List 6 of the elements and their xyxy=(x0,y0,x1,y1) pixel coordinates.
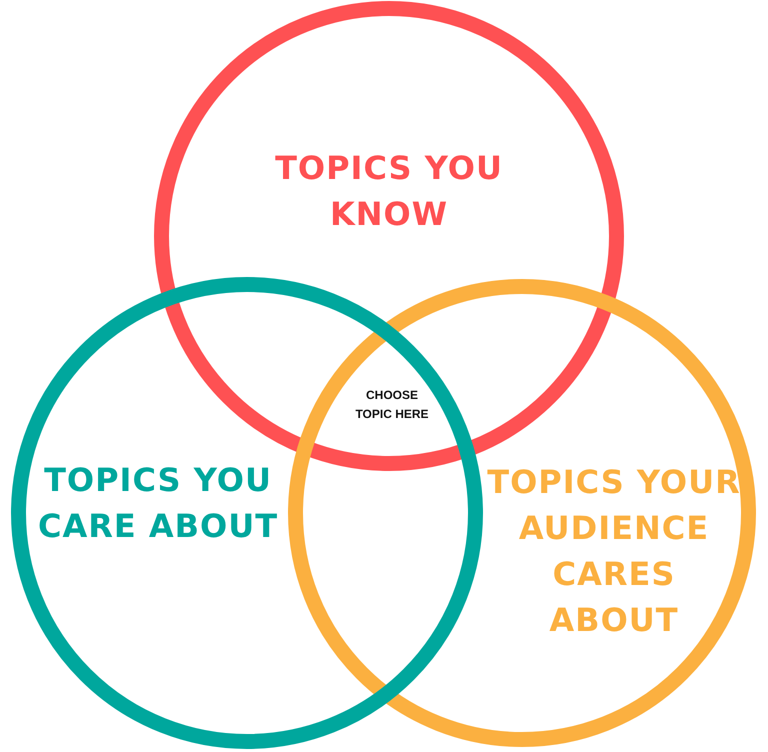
circle-label: TOPICS YOU CARE ABOUT xyxy=(36,460,280,547)
circle-label: TOPICS YOU KNOW xyxy=(274,148,504,235)
venn-circle xyxy=(11,277,483,749)
circle-label: TOPICS YOUR AUDIENCE CARES ABOUT xyxy=(486,462,742,641)
venn-circle xyxy=(288,279,756,747)
intersection-label: CHOOSE TOPIC HERE xyxy=(354,387,430,423)
